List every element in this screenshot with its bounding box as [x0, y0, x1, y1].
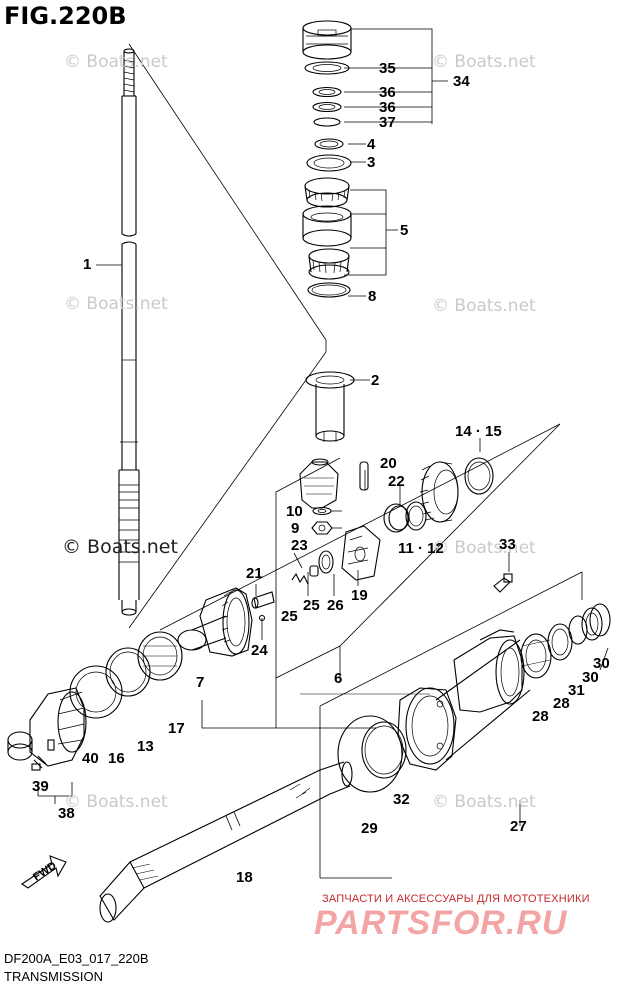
- bolt-part-39[interactable]: [31, 755, 47, 771]
- callout-part-33[interactable]: 33: [499, 536, 516, 553]
- race-part-3[interactable]: [306, 154, 352, 172]
- fwd-arrow-icon: FWD: [21, 855, 67, 889]
- callout-part-37[interactable]: 37: [379, 114, 396, 131]
- callout-part-28[interactable]: 28: [553, 695, 570, 712]
- callout-part-21[interactable]: 21: [246, 565, 263, 582]
- ring-part-11-12[interactable]: [405, 501, 427, 531]
- callout-part-36[interactable]: 36: [379, 84, 396, 101]
- callout-part-38[interactable]: 38: [58, 805, 75, 822]
- callout-part-7[interactable]: 7: [196, 674, 205, 691]
- bearing-part-28[interactable]: [520, 623, 573, 679]
- callout-part-39[interactable]: 39: [32, 778, 49, 795]
- callout-part-27[interactable]: 27: [510, 818, 527, 835]
- watermark: © Boats.net: [64, 294, 168, 314]
- callout-part-29[interactable]: 29: [361, 820, 378, 837]
- bolt-part-33[interactable]: [493, 573, 513, 593]
- pin-part-20[interactable]: [359, 461, 369, 491]
- callout-part-30[interactable]: 30: [593, 655, 610, 672]
- callout-part-18[interactable]: 18: [236, 869, 253, 886]
- callout-part-6[interactable]: 6: [334, 670, 343, 687]
- shim-part-13[interactable]: [105, 647, 151, 697]
- washer-part-10[interactable]: [312, 506, 332, 516]
- callout-part-25[interactable]: 25: [281, 608, 298, 625]
- callout-part-40[interactable]: 40: [82, 750, 99, 767]
- callout-part-14-15[interactable]: 14 · 15: [455, 423, 502, 440]
- watermark: © Boats.net: [432, 792, 536, 812]
- bearing-stack-part-34[interactable]: [302, 20, 352, 127]
- callout-part-28[interactable]: 28: [532, 708, 549, 725]
- watermark: © Boats.net: [432, 538, 536, 558]
- callout-part-3[interactable]: 3: [367, 154, 376, 171]
- callout-part-36[interactable]: 36: [379, 99, 396, 116]
- callout-part-23[interactable]: 23: [291, 537, 308, 554]
- clutch-dog-part-19[interactable]: [341, 525, 381, 581]
- callout-part-25[interactable]: 25: [303, 597, 320, 614]
- pin-part-40[interactable]: [47, 739, 55, 751]
- brand-tagline: ЗАПЧАСТИ И АКСЕССУАРЫ ДЛЯ МОТОТЕХНИКИ: [322, 893, 590, 905]
- o-ring-part-32[interactable]: [361, 721, 407, 779]
- callout-part-20[interactable]: 20: [380, 455, 397, 472]
- callout-part-5[interactable]: 5: [400, 222, 409, 239]
- brand-logo: PARTSFOR.RU: [314, 904, 568, 942]
- sleeve-part-2[interactable]: [305, 371, 355, 442]
- figure-title: FIG.220B: [4, 2, 127, 30]
- propeller-shaft-part-18[interactable]: [99, 761, 353, 923]
- callout-part-35[interactable]: 35: [379, 60, 396, 77]
- pinion-gear-part-10[interactable]: [299, 458, 339, 509]
- plunger-part-21[interactable]: [251, 591, 275, 609]
- watermark: © Boats.net: [64, 792, 168, 812]
- callout-part-34[interactable]: 34: [453, 73, 470, 90]
- bearing-part-17[interactable]: [137, 631, 183, 681]
- callout-part-17[interactable]: 17: [168, 720, 185, 737]
- shim-part-29[interactable]: [337, 715, 403, 793]
- bearing-case-part-27[interactable]: [397, 629, 531, 771]
- ring-part-26[interactable]: [318, 550, 334, 574]
- callout-part-1[interactable]: 1: [83, 256, 92, 273]
- carrier-part-38[interactable]: [7, 687, 87, 767]
- figure-code: DF200A_E03_017_220B: [4, 951, 149, 966]
- reverse-gear-part-14-15[interactable]: [419, 461, 459, 523]
- guide-lines: [96, 28, 609, 879]
- callout-part-8[interactable]: 8: [368, 288, 377, 305]
- push-rod-part-25[interactable]: [309, 565, 319, 577]
- callout-part-26[interactable]: 26: [327, 597, 344, 614]
- ring-part-8[interactable]: [307, 282, 351, 298]
- pin-part-24[interactable]: [258, 614, 266, 622]
- callout-part-32[interactable]: 32: [393, 791, 410, 808]
- nut-part-9[interactable]: [311, 521, 333, 535]
- callout-part-16[interactable]: 16: [108, 750, 125, 767]
- callout-part-22[interactable]: 22: [388, 473, 405, 490]
- callout-part-10[interactable]: 10: [286, 503, 303, 520]
- callout-part-13[interactable]: 13: [137, 738, 154, 755]
- seal-part-30[interactable]: [568, 603, 611, 645]
- watermark: © Boats.net: [62, 536, 178, 558]
- callout-part-2[interactable]: 2: [371, 372, 380, 389]
- callout-part-31[interactable]: 31: [568, 682, 585, 699]
- forward-gear-part-7[interactable]: [177, 587, 253, 657]
- shim-part-14-15[interactable]: [464, 457, 494, 495]
- shim-part-4[interactable]: [314, 138, 344, 150]
- callout-part-30[interactable]: 30: [582, 669, 599, 686]
- callout-part-19[interactable]: 19: [351, 587, 368, 604]
- watermark: © Boats.net: [432, 52, 536, 72]
- bearing-assy-part-5[interactable]: [302, 177, 352, 280]
- watermark: © Boats.net: [432, 296, 536, 316]
- callout-part-24[interactable]: 24: [251, 642, 268, 659]
- watermark: © Boats.net: [64, 52, 168, 72]
- spring-part-23[interactable]: [291, 572, 309, 585]
- callout-part-11-12[interactable]: 11 · 12: [398, 540, 444, 557]
- drive-shaft-part-1[interactable]: [118, 48, 140, 616]
- section-name: TRANSMISSION: [4, 969, 103, 984]
- callout-part-4[interactable]: 4: [367, 136, 376, 153]
- callout-part-9[interactable]: 9: [291, 520, 300, 537]
